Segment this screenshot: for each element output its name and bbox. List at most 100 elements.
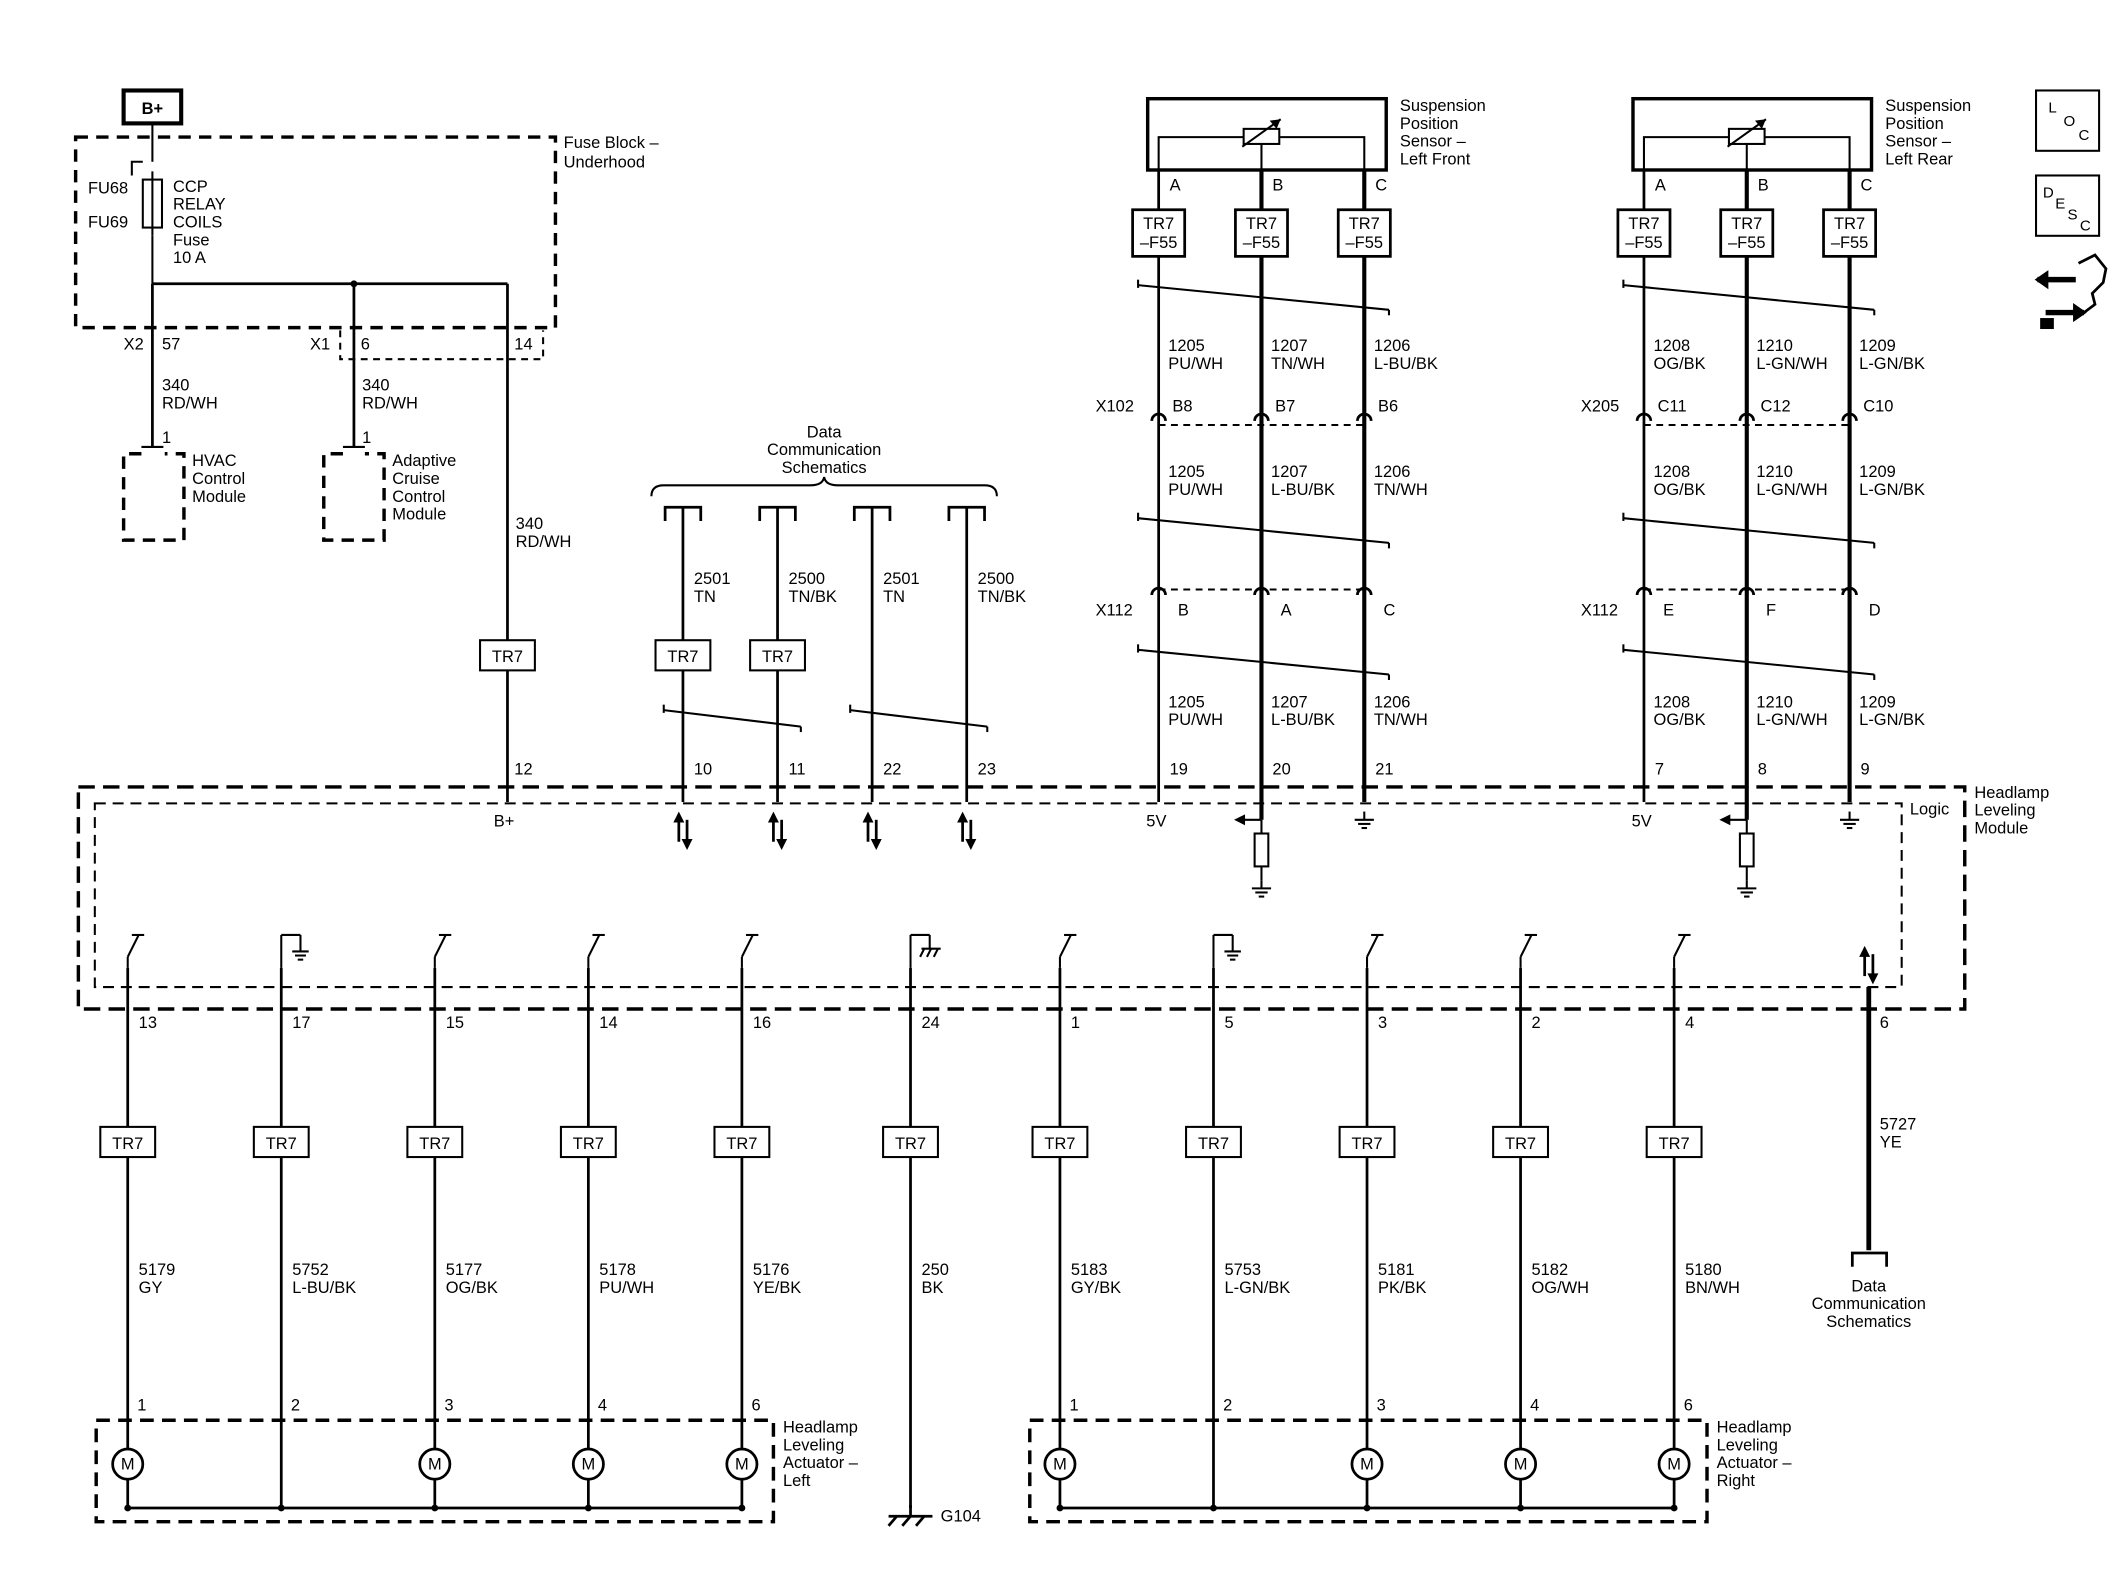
module-label: Cruise (392, 470, 440, 488)
pin-label: 1 (1071, 1014, 1080, 1032)
tr7-box (559, 1125, 617, 1159)
twist (1623, 648, 1875, 676)
wire-circuit: 1207 (1271, 463, 1308, 481)
wire-circuit: 2500 (978, 570, 1015, 588)
pin-57: 57 (162, 336, 180, 354)
pin-label: 11 (789, 761, 806, 779)
data-comm-label: Schematics (782, 459, 867, 477)
sensor-pin: A (1655, 177, 1666, 195)
tr7-label: TR7 (1351, 1135, 1382, 1153)
tr7-box (1185, 1125, 1242, 1159)
module-label: Control (192, 470, 245, 488)
actuator-pin: 4 (598, 1397, 607, 1415)
wire-color: OG/WH (1532, 1279, 1590, 1297)
connector-pin: F (1766, 602, 1776, 620)
sensor-pin: C (1375, 177, 1387, 195)
potentiometer-arrow (1754, 119, 1766, 129)
desc-letter: S (2068, 206, 2078, 223)
pin-label: 2 (1532, 1014, 1541, 1032)
desc-icon[interactable]: D E S C (2035, 174, 2101, 237)
junction (1363, 1504, 1371, 1512)
sensor-label: Suspension (1400, 97, 1486, 115)
actuator-label: Leveling (1717, 1436, 1778, 1454)
wire-circuit: 1209 (1859, 463, 1896, 481)
wire-color: RD/WH (162, 395, 218, 413)
wire-circuit: 5752 (292, 1261, 329, 1279)
tr7-box (99, 1125, 157, 1159)
wire-circuit: 5183 (1071, 1261, 1108, 1279)
tr7-box (1645, 1125, 1703, 1159)
tr7-box (1031, 1125, 1089, 1159)
fuse-desc: COILS (173, 214, 222, 232)
tr7-label: TR7 (419, 1135, 450, 1153)
actuator-pin: 1 (1070, 1397, 1079, 1415)
desc-letter: E (2055, 195, 2065, 212)
connector-x1: X1 (310, 336, 330, 354)
hvac-control-module: 340 RD/WH 1 HVAC Control Module (121, 377, 246, 542)
actuator-pin: 4 (1530, 1397, 1539, 1415)
connector-end-view-icon[interactable] (2034, 253, 2108, 330)
wire-circuit: 1207 (1271, 693, 1308, 711)
junction (277, 1504, 285, 1512)
module-title: Headlamp (1974, 784, 2049, 802)
twist (1137, 517, 1390, 544)
module-title: Module (1974, 820, 2028, 838)
wire-circuit: 1208 (1654, 337, 1691, 355)
switch-icon (433, 933, 453, 969)
wire-circuit: 250 (921, 1261, 948, 1279)
pin-label: 15 (446, 1014, 464, 1032)
wire-circuit: 2501 (883, 570, 920, 588)
tr7-label: TR7 (1044, 1135, 1075, 1153)
pin-label: 9 (1861, 761, 1870, 779)
wire-color: L-BU/BK (292, 1279, 356, 1297)
junction (1670, 1504, 1678, 1512)
tr7-f55-box (1131, 208, 1187, 258)
actuator-pin: 3 (444, 1397, 453, 1415)
switch-icon (1058, 933, 1078, 969)
twist (1623, 517, 1875, 544)
wire-circuit: 1205 (1168, 693, 1205, 711)
wire-circuit: 1208 (1654, 463, 1691, 481)
tr7-label: TR7 (1628, 215, 1659, 233)
motor-icon (1350, 1447, 1384, 1481)
junction (431, 1504, 439, 1512)
headlamp-leveling-module: Headlamp Leveling Module Logic B+ 5V 5V (76, 784, 2049, 1011)
wire-color: GY (139, 1279, 163, 1297)
fuse-desc: 10 A (173, 249, 206, 267)
connector-pin: B6 (1378, 397, 1398, 415)
pin-label: 12 (514, 761, 532, 779)
wire-circuit: 5727 (1880, 1116, 1917, 1134)
tr7-label: TR7 (573, 1135, 604, 1153)
ground-icon (1353, 810, 1375, 830)
wire-circuit: 5178 (599, 1261, 636, 1279)
twist (850, 709, 988, 728)
sensor-label: Sensor – (1400, 133, 1467, 151)
motor-icon (571, 1447, 605, 1481)
tr7-label: TR7 (492, 648, 523, 666)
bidirectional-icon (766, 810, 789, 852)
wire-color: L-GN/WH (1756, 481, 1827, 499)
wire-color: L-GN/BK (1859, 711, 1925, 729)
loc-icon[interactable]: L O C (2035, 89, 2101, 152)
ground-switch-icon (280, 933, 310, 969)
motor-label: M (1053, 1456, 1067, 1474)
wire-circuit: 340 (162, 377, 189, 395)
pin-label: 23 (978, 761, 996, 779)
module-label: Module (392, 506, 446, 524)
wire-circuit: 1209 (1859, 337, 1896, 355)
sensor-label: Position (1400, 115, 1458, 133)
actuator-wires: 13TR75179GY17TR75752L-BU/BK15TR75177OG/B… (99, 967, 1740, 1509)
pin-label: 4 (1685, 1014, 1694, 1032)
motor-icon (111, 1447, 145, 1481)
sensor-label: Position (1885, 115, 1943, 133)
loc-letter: C (2079, 127, 2090, 144)
switch-icon (1365, 933, 1385, 969)
reference-arrow (1719, 814, 1731, 826)
bidirectional-icon (1857, 944, 1880, 986)
wire-color: PK/BK (1378, 1279, 1426, 1297)
tr7-label: –F55 (1346, 234, 1383, 252)
wire-circuit: 1205 (1168, 463, 1205, 481)
